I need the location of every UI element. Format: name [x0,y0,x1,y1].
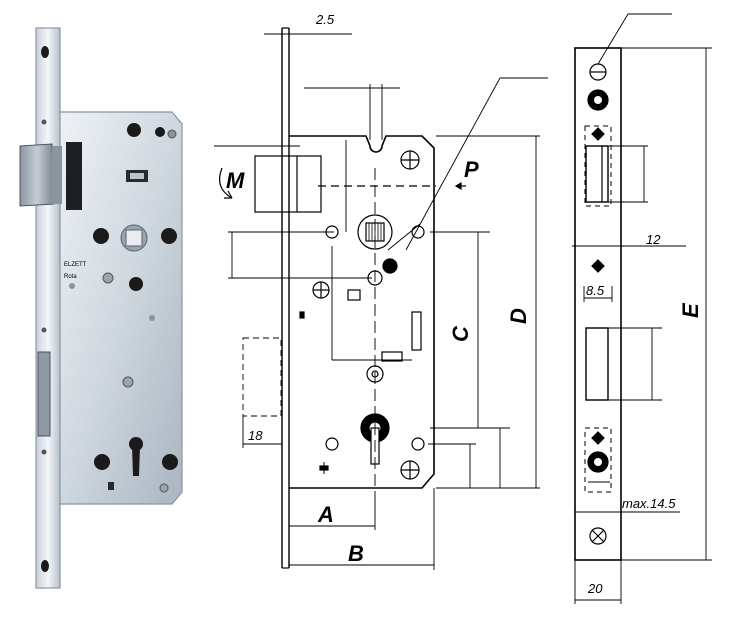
front-rotation-arrowhead [224,190,233,199]
front-hole [411,437,425,451]
photo-engraving-brand: ELZETT [64,262,87,268]
front-tiny-mark [299,311,305,319]
photo-hole [129,277,143,291]
faceplate-screw-center [594,458,602,466]
photo-hole [161,228,177,244]
photo-slot-inner [130,173,144,179]
photo-latch-bolt [19,143,55,207]
faceplate-screw-center [594,96,602,104]
photo-rivet [41,327,47,333]
faceplate-diamond [591,259,605,273]
dim-20-label: 20 [587,581,603,596]
photo-latch-window [66,142,82,210]
faceplate-lower-frame [584,427,612,493]
label-E: E [678,302,703,318]
front-hole [325,437,339,451]
faceplate-outline [574,47,622,561]
photo-rivet [149,315,155,321]
faceplate-latch-frame [584,125,612,207]
faceplate-diamond [591,431,605,445]
photo-hole [127,123,141,137]
photo-screw [122,376,134,388]
dim-12-label: 12 [646,232,661,247]
faceplate-view-labels: 12 8.5 max.14.5 20 E [586,232,703,596]
photo-rivet [41,119,47,125]
front-latch-bolt [254,155,322,213]
faceplate-leader [597,13,629,65]
photo-hole [155,127,165,137]
dim-8-5-label: 8.5 [586,283,605,298]
front-rotation-arrow [219,167,233,199]
photo-hole [93,228,109,244]
photo-screw-hole-top [41,46,49,58]
front-ghost-plate [242,337,282,417]
photo-spindle-square [125,229,143,247]
label-B: B [348,541,364,566]
front-lock-body [289,135,435,489]
label-C: C [448,325,473,342]
faceplate-diamond [591,127,605,141]
front-view-labels: 2.5 M P 18 A B C D [226,12,531,566]
front-slot-vertical [411,311,422,351]
front-leader [405,77,501,251]
photo-latch-side [52,146,62,204]
dim-max-14-5-label: max.14.5 [622,496,676,511]
front-leader [387,223,421,251]
photo-rivet [41,449,47,455]
faceplate-view-drawing [572,13,712,604]
photo-screw [167,129,177,139]
photo-screw [159,483,169,493]
photo-faceplate [35,27,61,589]
label-M: M [226,168,245,193]
front-view-drawing [214,27,548,570]
photo-engraving-line2: Rota [64,274,77,280]
front-slot-horizontal [381,351,403,362]
label-A: A [317,502,334,527]
front-direction-arrowhead [454,181,462,191]
front-small-square [347,289,361,301]
photo-hole [162,454,178,470]
dim-2-5-label: 2.5 [315,12,335,27]
faceplate-deadbolt [585,327,609,401]
photo-rivet [69,283,75,289]
photo-keyhole-slot [132,446,140,476]
label-D: D [506,308,531,324]
photo-deadbolt [37,351,51,437]
faceplate-screw-slot [591,529,605,543]
photo-screw-hole-bottom [41,560,49,572]
front-spindle-hub [357,214,393,250]
label-P: P [464,157,479,182]
faceplate-screw [589,527,607,545]
dim-18-label: 18 [248,428,263,443]
photo-hole [94,454,110,470]
photo-screw [102,272,114,284]
lock-photo: ELZETT Rota [19,27,183,589]
faceplate-latch [585,145,609,203]
front-screw-filled [382,258,398,274]
photo-small-slot [108,482,114,490]
photo-lock-body [59,111,183,505]
